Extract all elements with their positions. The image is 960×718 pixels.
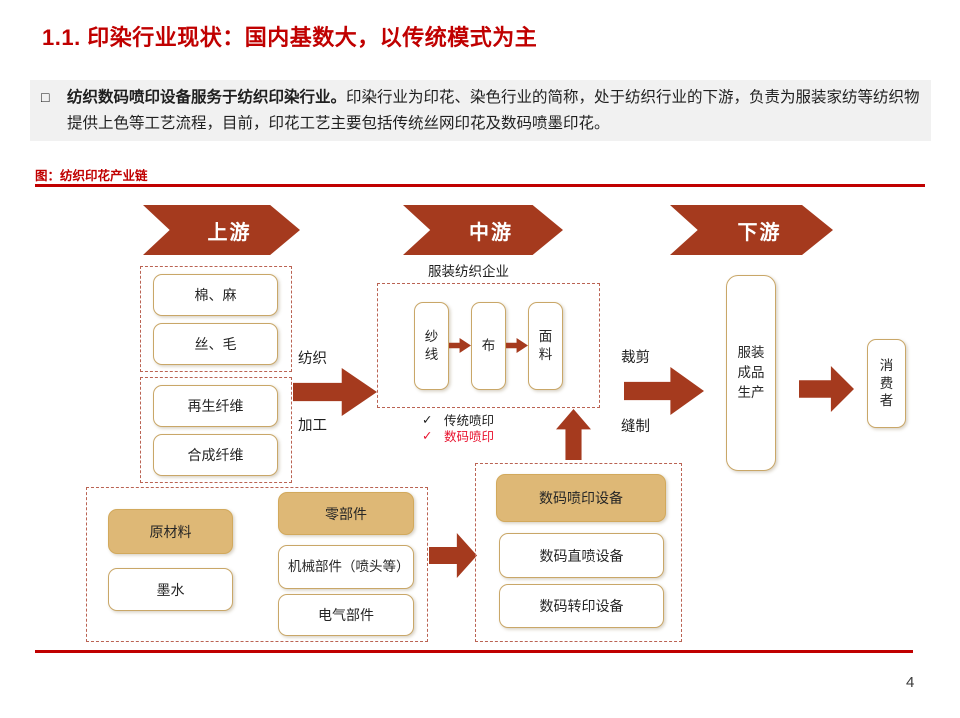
- square-bullet-icon: □: [41, 89, 50, 105]
- arrow-parts-to-equipment-icon: [429, 533, 477, 578]
- arrow-upstream-to-midstream-icon: [293, 368, 377, 416]
- bottom-divider: [35, 650, 913, 653]
- check-icon: ✓: [422, 429, 433, 443]
- arrow-yarn-to-cloth-icon: [449, 338, 471, 353]
- page-title: 1.1. 印染行业现状：国内基数大，以传统模式为主: [42, 25, 538, 50]
- figure-caption: 图：纺织印花产业链: [35, 169, 148, 183]
- banner-upstream-label: 上游: [207, 221, 252, 244]
- arrow-equipment-to-midstream-icon: [556, 409, 591, 460]
- consumer-label: 消费者: [879, 358, 894, 409]
- producer-box: 服装成品生产: [726, 275, 776, 471]
- equipment-header-box: 数码喷印设备: [496, 474, 666, 522]
- check-digital-print: ✓ 数码喷印: [422, 428, 495, 444]
- step-yarn-box: 纱线: [414, 301, 449, 390]
- supplies-box: 原材料 墨水 零部件 机械部件（喷头等） 电气部件: [86, 487, 428, 642]
- step-cloth-label: 布: [481, 337, 496, 353]
- check-icon: ✓: [422, 413, 433, 427]
- fiber-regenerated-box: 再生纤维: [153, 385, 278, 427]
- step-fabric-box: 面料: [528, 301, 563, 390]
- summary-lead: 纺织数码喷印设备服务于纺织印染行业。: [67, 89, 347, 106]
- consumer-box: 消费者: [867, 339, 906, 428]
- summary-text: 纺织数码喷印设备服务于纺织印染行业。印染行业为印花、染色行业的简称，处于纺织行业…: [67, 85, 927, 137]
- arrow-producer-to-consumer-icon: [799, 366, 854, 412]
- equipment-box: 数码喷印设备 数码直喷设备 数码转印设备: [475, 463, 682, 642]
- banner-midstream-label: 中游: [469, 221, 513, 244]
- label-weaving: 纺织: [298, 351, 327, 367]
- check-digital-label: 数码喷印: [444, 430, 495, 444]
- banner-upstream: 上游: [143, 205, 300, 255]
- midstream-company-label: 服装纺织企业: [428, 264, 509, 279]
- part-mechanical-box: 机械部件（喷头等）: [278, 545, 414, 589]
- step-fabric-label: 面料: [538, 328, 553, 362]
- fiber-cotton-linen-box: 棉、麻: [153, 274, 278, 316]
- midstream-process-box: 纱线 布 面料: [377, 283, 600, 408]
- step-cloth-box: 布: [471, 301, 506, 390]
- print-method-list: ✓ 传统喷印 ✓ 数码喷印: [422, 412, 494, 444]
- part-electrical-box: 电气部件: [278, 594, 414, 636]
- label-processing: 加工: [298, 418, 327, 434]
- materials-header-box: 原材料: [108, 509, 233, 554]
- summary-panel: □ 纺织数码喷印设备服务于纺织印染行业。印染行业为印花、染色行业的简称，处于纺织…: [30, 80, 931, 141]
- upstream-manmade-fiber-group: 再生纤维 合成纤维: [140, 377, 292, 483]
- fiber-silk-wool-box: 丝、毛: [153, 323, 278, 365]
- producer-label: 服装成品生产: [737, 344, 765, 401]
- label-sewing: 缝制: [621, 419, 650, 435]
- banner-downstream: 下游: [670, 205, 833, 255]
- arrow-cloth-to-fabric-icon: [506, 338, 528, 353]
- fiber-synthetic-box: 合成纤维: [153, 434, 278, 476]
- arrow-midstream-to-downstream-icon: [624, 367, 704, 415]
- upstream-natural-fiber-group: 棉、麻 丝、毛: [140, 266, 292, 372]
- material-ink-box: 墨水: [108, 568, 233, 611]
- equipment-direct-box: 数码直喷设备: [499, 533, 664, 578]
- banner-downstream-label: 下游: [737, 221, 782, 244]
- equipment-transfer-box: 数码转印设备: [499, 584, 664, 628]
- check-traditional-label: 传统喷印: [444, 414, 495, 428]
- top-divider: [35, 184, 925, 187]
- banner-midstream: 中游: [403, 205, 563, 255]
- summary-body: 印染行业为印花、染色行业的简称，处于纺织行业的下游，负责为服装家纺等纺织物提供上…: [67, 89, 920, 132]
- label-cutting: 裁剪: [621, 350, 650, 366]
- check-traditional-print: ✓ 传统喷印: [422, 412, 495, 428]
- page-number: 4: [906, 674, 915, 691]
- parts-header-box: 零部件: [278, 492, 414, 535]
- step-yarn-label: 纱线: [424, 328, 439, 362]
